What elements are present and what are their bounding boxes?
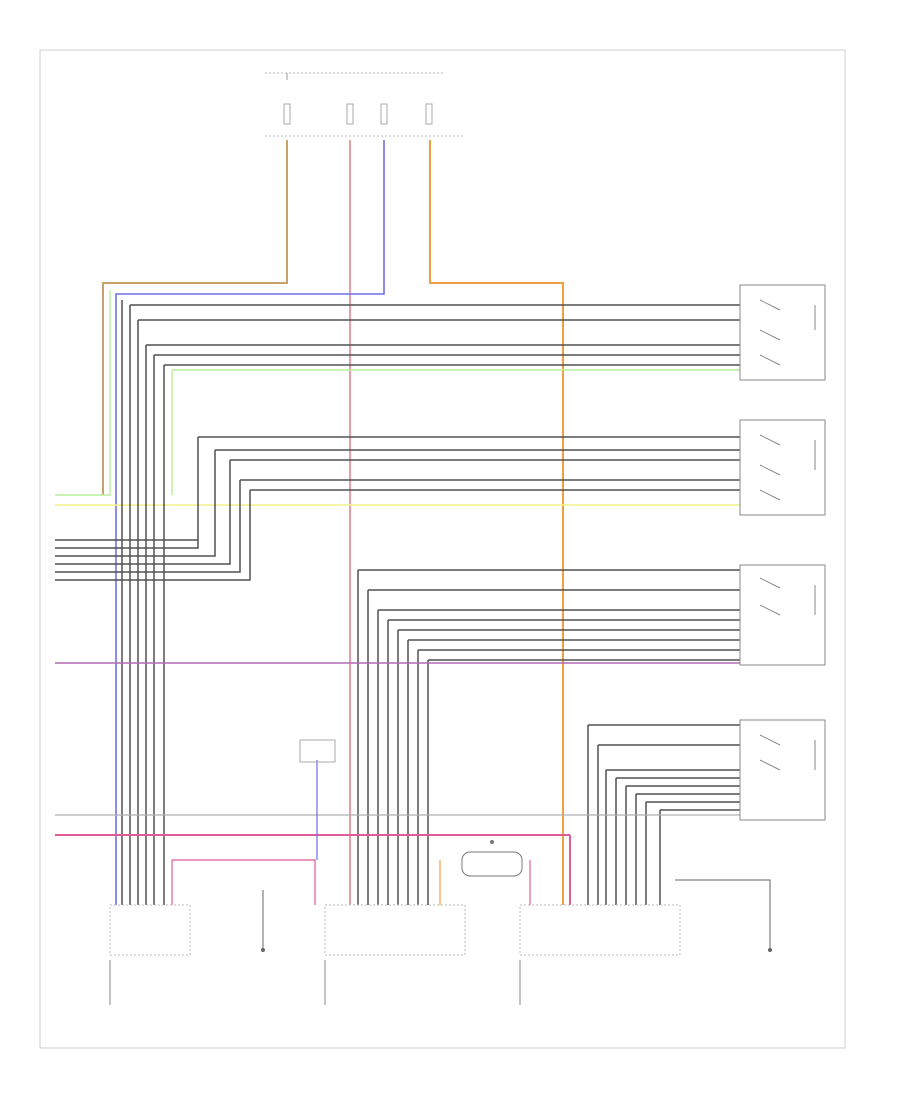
- switch-box-3: [739, 564, 826, 666]
- blue-supply-wire: [115, 140, 385, 905]
- fuse-box: [265, 72, 465, 137]
- left-rear-bundle: [121, 300, 740, 905]
- orange-supply-wire: [429, 140, 564, 905]
- lime-wire: [55, 290, 111, 496]
- passenger-module: [519, 904, 681, 956]
- sensor-box: [299, 739, 336, 763]
- diagram-frame: [39, 49, 846, 1049]
- pink-drop-2: [172, 859, 316, 905]
- pin-ticks: [109, 960, 521, 1005]
- switch-box-4: [739, 719, 826, 821]
- driver-bundle: [357, 569, 740, 905]
- switch-contacts: [759, 299, 816, 771]
- switch-box-2: [739, 419, 826, 516]
- left-rear-module: [109, 904, 191, 956]
- tan-supply-wire: [102, 140, 288, 495]
- right-rear-bundle: [55, 436, 740, 581]
- ground-connector-2: [675, 879, 772, 952]
- driver-module: [324, 904, 466, 956]
- switch-box-1: [739, 284, 826, 381]
- splice-box: [461, 840, 523, 877]
- ground-connector-1: [261, 890, 265, 952]
